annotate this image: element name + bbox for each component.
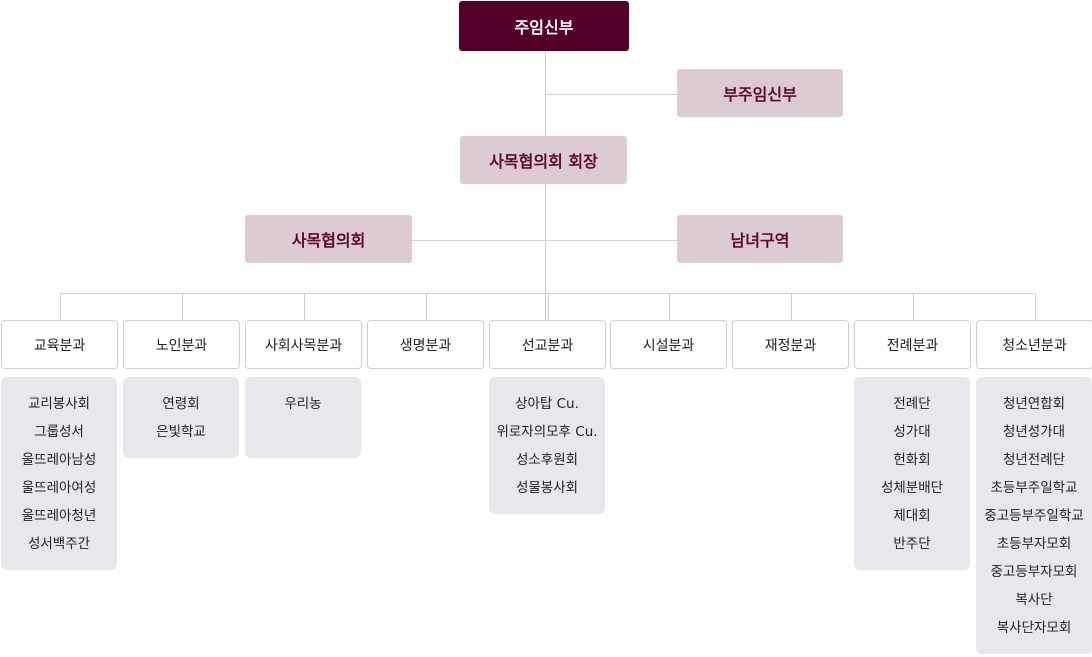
group-item: 초등부자모회	[996, 536, 1072, 552]
department-box: 교육분과	[1, 320, 118, 369]
group-item: 성가대	[893, 424, 931, 440]
group-item: 제대회	[893, 508, 931, 524]
connector-line	[412, 240, 677, 241]
group-item: 울뜨레아여성	[21, 480, 97, 496]
connector-line	[545, 51, 546, 320]
group-item: 성소후원회	[515, 452, 579, 468]
connector-line	[669, 293, 670, 320]
connector-line	[548, 293, 549, 320]
group-item: 교리봉사회	[27, 396, 91, 412]
connector-line	[913, 293, 914, 320]
group-item: 성서백주간	[27, 536, 91, 552]
group-item: 전례단	[893, 396, 931, 412]
group-item: 울뜨레아청년	[21, 508, 97, 524]
council-president-box: 사목협의회 회장	[460, 136, 627, 184]
group-item: 성물봉사회	[515, 480, 579, 496]
group-item: 청년연합회	[1002, 396, 1066, 412]
group-item: 초등부주일학교	[990, 480, 1078, 496]
department-box: 재정분과	[732, 320, 849, 369]
group-item: 복사단자모회	[996, 620, 1072, 636]
connector-line	[426, 293, 427, 320]
group-item: 복사단	[1015, 592, 1053, 608]
department-box: 청소년분과	[976, 320, 1092, 369]
connector-line	[1035, 293, 1036, 320]
group-item: 그룹성서	[34, 424, 84, 440]
group-item: 상아탑 Cu.	[515, 396, 579, 412]
connector-line	[61, 293, 1034, 294]
department-box: 노인분과	[123, 320, 240, 369]
group-item: 중고등부자모회	[990, 564, 1078, 580]
group-item: 우리농	[284, 396, 322, 412]
connector-line	[60, 293, 61, 320]
department-box: 전례분과	[854, 320, 971, 369]
group-item: 중고등부주일학교	[984, 508, 1084, 524]
connector-line	[182, 293, 183, 320]
department-box: 생명분과	[367, 320, 484, 369]
group-item: 은빛학교	[156, 424, 206, 440]
department-box: 사회사목분과	[245, 320, 362, 369]
group-item: 반주단	[893, 536, 931, 552]
group-item: 울뜨레아남성	[21, 452, 97, 468]
assistant-priest-box: 부주임신부	[677, 69, 843, 117]
head-priest-box: 주임신부	[459, 1, 629, 51]
districts-box: 남녀구역	[677, 215, 843, 263]
group-item: 위로자의모후 Cu.	[496, 424, 598, 440]
group-item: 헌화회	[893, 452, 931, 468]
connector-line	[304, 293, 305, 320]
department-box: 시설분과	[610, 320, 727, 369]
connector-line	[545, 94, 677, 95]
group-list: 우리농	[245, 377, 361, 458]
group-item: 연령회	[162, 396, 200, 412]
department-box: 선교분과	[489, 320, 606, 369]
group-item: 성체분배단	[880, 480, 944, 496]
connector-line	[791, 293, 792, 320]
group-item: 청년전례단	[1002, 452, 1066, 468]
group-item: 청년성가대	[1002, 424, 1066, 440]
council-box: 사목협의회	[245, 215, 412, 263]
